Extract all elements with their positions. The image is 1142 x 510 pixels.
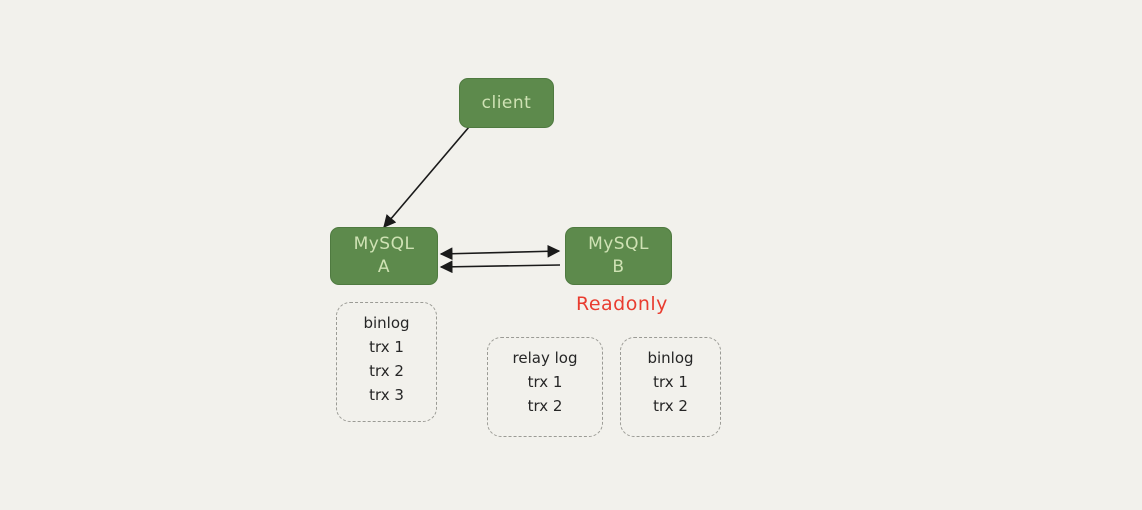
log-item: trx 3 (369, 386, 404, 404)
arrow-client-to-mysql-a (383, 126, 470, 228)
log-title: binlog (363, 314, 410, 332)
log-item: trx 1 (527, 373, 563, 391)
log-title: binlog (647, 349, 694, 367)
log-item: trx 2 (369, 362, 404, 380)
mysql-b-label-line1: MySQL (588, 234, 649, 255)
node-client: client (459, 78, 554, 128)
arrow-mysql-a-to-b (439, 244, 561, 261)
arrow-mysql-b-to-a (439, 260, 561, 274)
mysql-b-label-line2: B (612, 257, 625, 277)
client-label: client (481, 93, 532, 113)
node-mysql-b: MySQL B (565, 227, 672, 285)
binlog-box-mysql-b: binlog trx 1 trx 2 (620, 337, 721, 437)
relay-log-box-mysql-b: relay log trx 1 trx 2 (487, 337, 603, 437)
mysql-a-label-line1: MySQL (353, 234, 415, 255)
log-item: trx 1 (653, 373, 688, 391)
log-title: relay log (512, 349, 578, 367)
log-item: trx 1 (369, 338, 404, 356)
log-item: trx 2 (527, 397, 563, 415)
mysql-a-label-line2: A (377, 257, 391, 277)
binlog-box-mysql-a: binlog trx 1 trx 2 trx 3 (336, 302, 437, 422)
node-mysql-a: MySQL A (330, 227, 438, 285)
log-item: trx 2 (653, 397, 688, 415)
readonly-annotation: Readonly (576, 293, 668, 315)
